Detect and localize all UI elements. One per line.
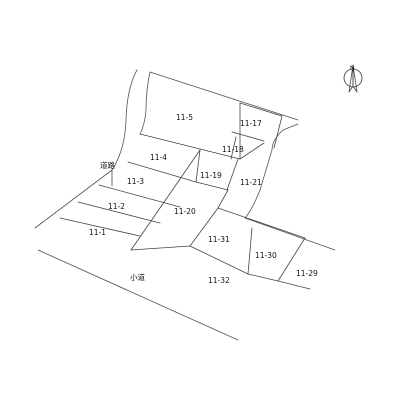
boundary-line xyxy=(139,133,241,160)
parcel-label: 11-31 xyxy=(208,235,230,244)
boundary-line xyxy=(247,227,253,275)
parcel-label: 11-5 xyxy=(176,113,193,122)
top-road-edge xyxy=(149,71,299,121)
boundary-line xyxy=(98,184,181,208)
boundary-line xyxy=(273,115,283,149)
boundary-line xyxy=(239,102,283,117)
boundary-line xyxy=(277,280,311,290)
boundary-line xyxy=(130,149,201,251)
parcel-labels: 11-5 11-17 11-18 11-4 11-19 11-21 11-3 1… xyxy=(89,113,318,285)
parcel-label: 11-2 xyxy=(108,202,125,211)
boundary-line xyxy=(230,136,237,160)
parcel-label: 11-30 xyxy=(255,251,277,260)
boundary-line xyxy=(130,245,191,251)
parcel-label: 11-3 xyxy=(127,177,144,186)
lower-road-edge xyxy=(37,249,239,341)
boundary-line xyxy=(189,207,219,247)
parcel-label: 11-4 xyxy=(150,153,167,162)
boundary-line xyxy=(239,142,265,160)
north-arrow-icon: N xyxy=(343,64,363,93)
boundary-line xyxy=(247,273,279,282)
north-letter: N xyxy=(350,65,355,72)
boundary-line xyxy=(59,217,141,237)
parcel-boundaries xyxy=(59,102,311,290)
main-road-west-edge xyxy=(34,69,138,229)
boundary-line xyxy=(195,181,229,191)
parcel-label: 11-17 xyxy=(240,119,262,128)
boundary-line xyxy=(217,207,306,239)
boundary-line xyxy=(189,245,249,275)
road-label: 道路 xyxy=(100,160,115,170)
boundary-line xyxy=(77,201,161,224)
parcel-label: 11-19 xyxy=(200,171,222,180)
boundary-line xyxy=(217,189,229,209)
right-road-edge xyxy=(244,123,336,251)
parcel-label: 11-20 xyxy=(174,207,196,216)
main-road-east-edge xyxy=(139,71,151,135)
boundary-line xyxy=(195,149,201,183)
parcel-label: 11-29 xyxy=(296,269,318,278)
parcel-label: 11-18 xyxy=(222,145,244,154)
parcel-label: 11-21 xyxy=(240,178,262,187)
parcel-label: 11-32 xyxy=(208,276,230,285)
road-edges xyxy=(34,69,336,341)
lane-label: 小道 xyxy=(130,272,145,282)
boundary-line xyxy=(277,237,306,282)
boundary-line xyxy=(226,158,239,191)
boundary-line xyxy=(231,131,265,142)
boundary-line xyxy=(127,161,197,183)
parcel-label: 11-1 xyxy=(89,228,106,237)
